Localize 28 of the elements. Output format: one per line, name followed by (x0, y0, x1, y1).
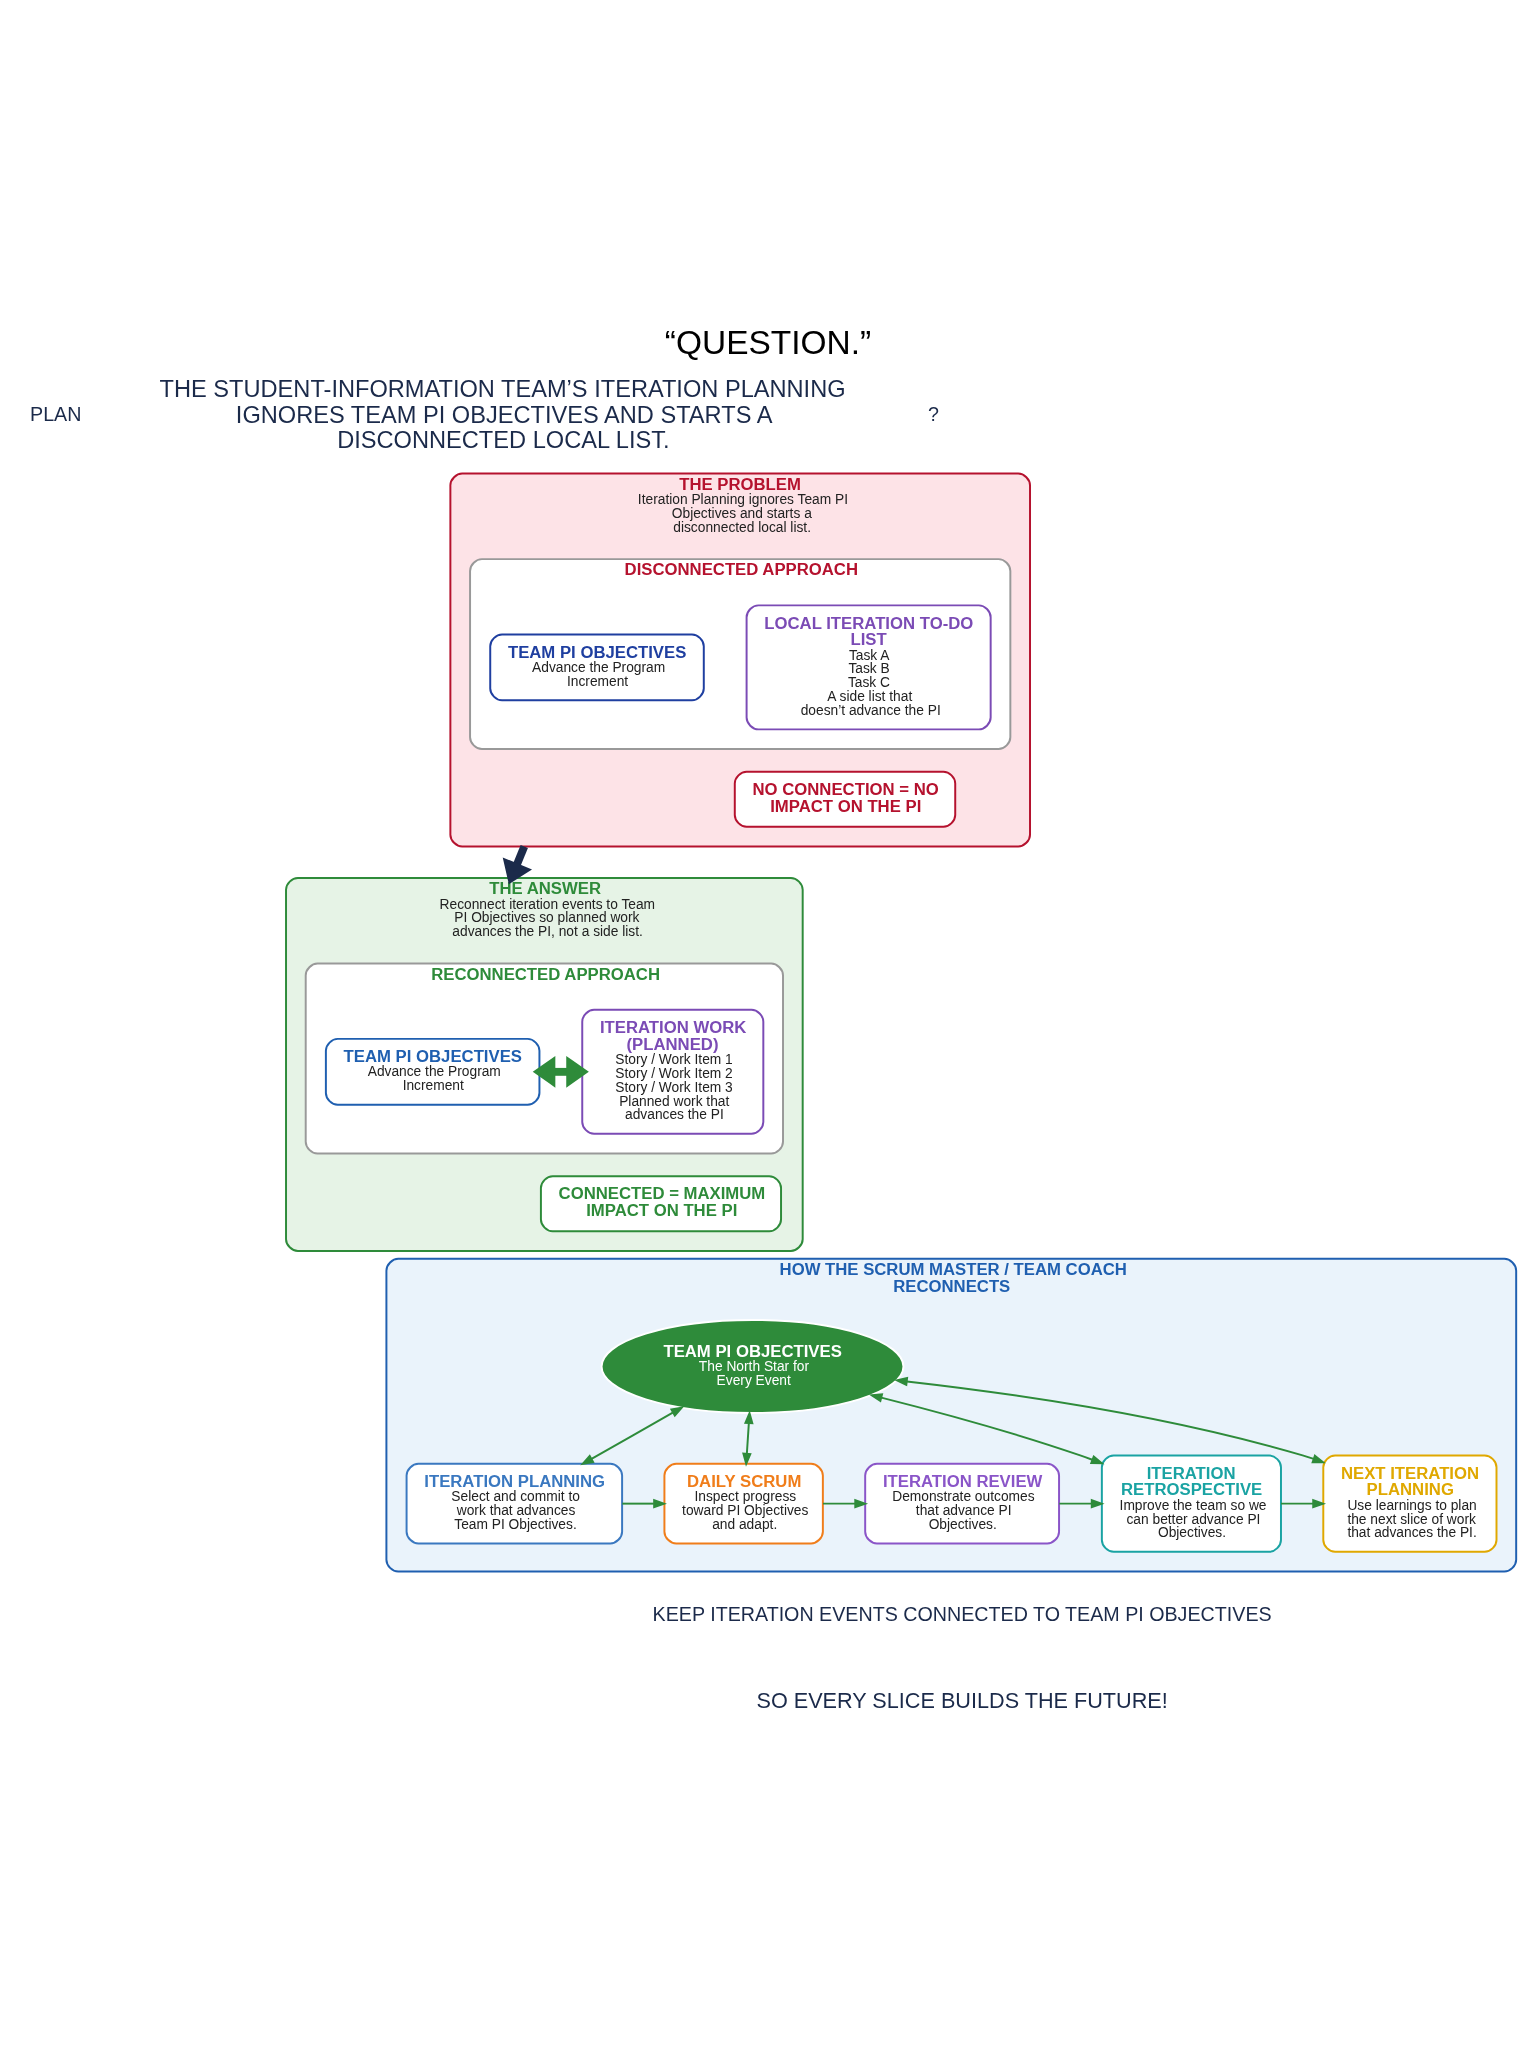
arrow (822, 1498, 869, 1509)
node-box: TEAM PI OBJECTIVES Advance the Program Increment (489, 633, 705, 702)
arrow (868, 1393, 1105, 1465)
arrow (1280, 1498, 1327, 1509)
label: KEEP ITERATION EVENTS CONNECTED TO TEAM PI OBJECTIVES (652, 1602, 1272, 1625)
node-box: CONNECTED = MAXIMUM IMPACT ON THE PI (539, 1175, 783, 1233)
node-box: ITERATION RETROSPECTIVE Improve the team so we can better advance PI Objectives. (1100, 1454, 1282, 1553)
label: THE STUDENT-INFORMATION TEAM’S ITERATION PLANNING IGNORES TEAM PI OBJECTIVES AND STARTS A DISCONNECTED LOCAL LIST. (159, 375, 846, 454)
node-box: NO CONNECTION = NO IMPACT ON THE PI (733, 770, 957, 828)
arrow (1058, 1498, 1105, 1509)
label: SO EVERY SLICE BUILDS THE FUTURE! (756, 1687, 1168, 1713)
diagram-title: “QUESTION.” (664, 323, 872, 361)
node-box: NEXT ITERATION PLANNING Use learnings to plan the next slice of work that advances the PI. (1322, 1454, 1498, 1553)
arrow (532, 1056, 589, 1088)
node-box: DAILY SCRUM Inspect progress toward PI Objectives and adapt. (663, 1462, 824, 1545)
arrow (502, 845, 532, 885)
label: PLAN (30, 403, 82, 426)
node-box: ITERATION REVIEW Demonstrate outcomes that advance PI Objectives. (864, 1462, 1061, 1545)
arrow (621, 1498, 667, 1509)
arrow (893, 1376, 1326, 1464)
node-box: ITERATION PLANNING Select and commit to work that advances Team PI Objectives. (405, 1462, 624, 1545)
label: ? (928, 403, 940, 426)
arrow (580, 1406, 685, 1466)
node-ellipse: TEAM PI OBJECTIVES The North Star for Every Event (600, 1319, 905, 1414)
node-box: TEAM PI OBJECTIVES Advance the Program Increment (324, 1037, 541, 1106)
arrow (742, 1410, 754, 1467)
node-box: LOCAL ITERATION TO-DO LIST Task A Task B Task C A side list that doesn’t advance the PI (745, 604, 992, 731)
node-box: ITERATION WORK (PLANNED) Story / Work Item 1 Story / Work Item 2 Story / Work Item 3 Planned work that advances the PI (581, 1008, 765, 1135)
